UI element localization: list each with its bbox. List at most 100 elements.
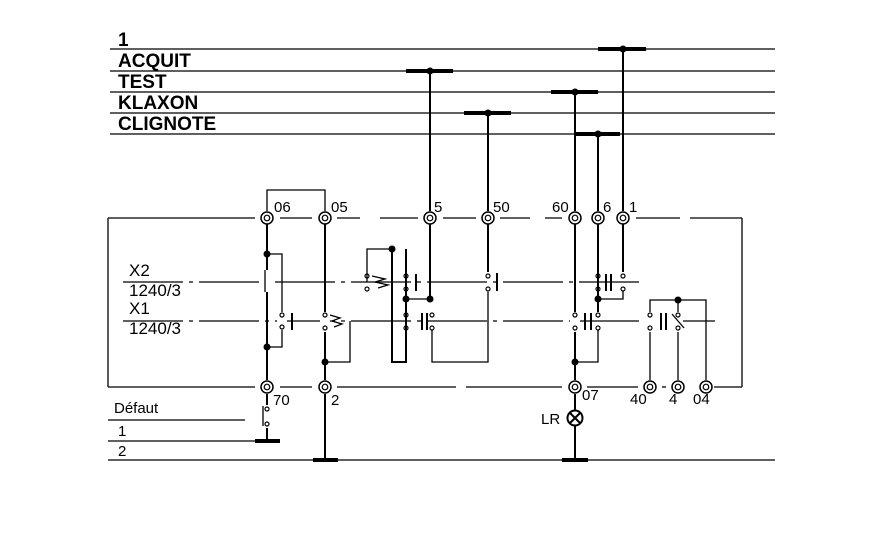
fault-label-1: 1: [118, 423, 126, 440]
terminal-5[interactable]: [423, 211, 437, 225]
terminal-label-6: 6: [603, 199, 611, 216]
terminal-label-07: 07: [582, 387, 599, 404]
contact-pin: [279, 312, 285, 318]
bus-label-acquit: ACQUIT: [118, 51, 191, 72]
relay-x2-ref: 1240/3: [129, 281, 181, 300]
terminal-label-05: 05: [331, 199, 348, 216]
contact-pin: [364, 286, 370, 292]
terminal-1[interactable]: [616, 211, 630, 225]
tap-node-test: [571, 88, 579, 96]
terminal-70[interactable]: [260, 380, 274, 394]
x1-thermal-05: [329, 314, 345, 328]
tap-node-1: [619, 45, 627, 53]
relay-x1-name: X1: [129, 299, 150, 318]
top-terminal-symbols: [260, 211, 630, 225]
wire-1-6: [598, 291, 624, 300]
wire-x1-bypass: [267, 253, 283, 348]
bridge-06-05: [266, 189, 326, 211]
terminal-40[interactable]: [643, 380, 657, 394]
external-wiring: [108, 394, 775, 462]
contact-pin: [647, 312, 653, 318]
contact-gap: [645, 312, 683, 332]
wire-x2-left: [366, 248, 392, 282]
contact-pin: [572, 325, 578, 331]
top-terminal-labels: 06 05 5 50 60 6 1: [274, 199, 637, 216]
x2-thermal: [371, 275, 391, 289]
fault-title: Défaut: [114, 400, 159, 417]
bus-lines: [110, 48, 775, 135]
contact-gap: [262, 270, 272, 292]
bus-label-test: TEST: [118, 72, 167, 93]
contact-pin: [595, 273, 601, 279]
fault-label-2: 2: [118, 443, 126, 460]
contact-gap: [320, 312, 330, 332]
bus-label-klaxon: KLAXON: [118, 93, 198, 114]
contact-pin: [675, 325, 681, 331]
lamp-label: LR: [541, 411, 560, 428]
contact-pin: [429, 312, 435, 318]
terminal-05[interactable]: [318, 211, 332, 225]
bottom-terminal-symbols: [260, 380, 713, 394]
contact-pin: [647, 325, 653, 331]
module-box: [107, 217, 743, 388]
relay-x2-name: X2: [129, 261, 150, 280]
terminal-50[interactable]: [481, 211, 495, 225]
bus-label-clignote: CLIGNOTE: [118, 114, 216, 135]
terminal-label-60: 60: [552, 199, 569, 216]
bottom-terminal-labels: 70 2 07 40 4 04: [273, 387, 710, 409]
contact-pin: [675, 312, 681, 318]
relay-x1-ref: 1240/3: [129, 319, 181, 338]
terminal-label-1: 1: [629, 199, 637, 216]
internal-wiring: [262, 189, 707, 380]
terminal-label-06: 06: [274, 199, 291, 216]
terminal-4[interactable]: [671, 380, 685, 394]
bus-taps: [406, 45, 646, 211]
contact-pin: [322, 325, 328, 331]
contact-gap: [277, 312, 287, 330]
tap-node-klaxon: [484, 109, 492, 117]
contact-pin: [485, 273, 491, 279]
terminal-label-4: 4: [669, 391, 677, 408]
terminal-07[interactable]: [568, 380, 582, 394]
terminal-label-70: 70: [273, 392, 290, 409]
contact-pin: [403, 273, 409, 279]
contact-gap: [570, 312, 580, 332]
bus-label-1: 1: [118, 30, 129, 51]
terminal-label-04: 04: [693, 391, 710, 408]
contact-pin: [595, 325, 601, 331]
contact-pin: [364, 273, 370, 279]
contact-pin: [429, 325, 435, 331]
wire-07-6: [575, 330, 599, 363]
terminal-04[interactable]: [699, 380, 713, 394]
contact-pin: [403, 286, 409, 292]
terminal-label-50: 50: [493, 199, 510, 216]
contact-pin: [620, 273, 626, 279]
wire-05-thermal: [325, 321, 351, 363]
contact-pin: [572, 312, 578, 318]
terminal-2[interactable]: [318, 380, 332, 394]
contact-pin: [595, 312, 601, 318]
contact-x1-4: [671, 313, 685, 329]
wire-loop-x: [391, 249, 407, 363]
contact-pin: [264, 406, 270, 412]
terminal-label-5: 5: [434, 199, 442, 216]
terminal-06[interactable]: [260, 211, 274, 225]
tap-node-clignote: [594, 130, 602, 138]
bus-labels: 1 ACQUIT TEST KLAXON CLIGNOTE: [118, 30, 216, 135]
terminal-label-2: 2: [331, 392, 339, 409]
terminal-label-40: 40: [630, 391, 647, 408]
lamp-icon: [566, 409, 584, 427]
contact-pin: [595, 286, 601, 292]
contact-pin: [620, 286, 626, 292]
contact-pin: [485, 286, 491, 292]
terminal-6[interactable]: [591, 211, 605, 225]
terminal-60[interactable]: [568, 211, 582, 225]
contact-pin: [264, 421, 270, 427]
contact-pin: [279, 324, 285, 330]
tap-node-acquit: [426, 67, 434, 75]
wire-5-50: [431, 292, 489, 363]
contact-pin: [403, 312, 409, 318]
contact-pin: [403, 325, 409, 331]
contact-pin: [322, 312, 328, 318]
